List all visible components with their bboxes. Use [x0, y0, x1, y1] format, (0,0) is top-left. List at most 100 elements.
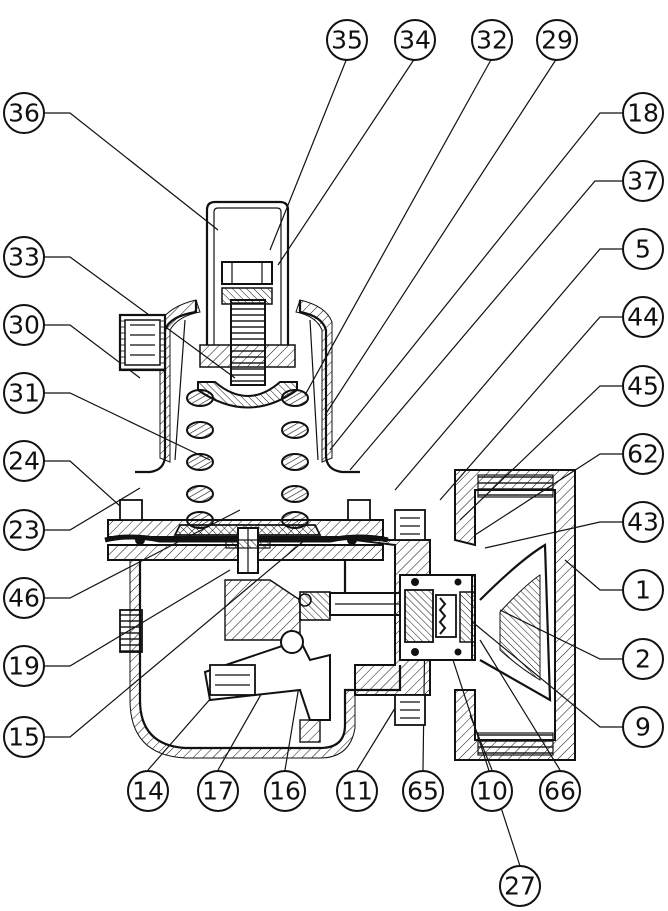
diaphragm-bead-right — [347, 535, 357, 545]
orifice-spring — [438, 597, 447, 635]
lever-stop — [299, 719, 321, 743]
callout-62-label: 62 — [627, 440, 659, 469]
leader-34 — [277, 57, 416, 266]
leader-18 — [329, 112, 622, 451]
callout-65-label: 65 — [407, 777, 439, 806]
callout-32: 32 — [471, 19, 513, 61]
callout-37: 37 — [622, 160, 664, 202]
callout-14-label: 14 — [132, 777, 164, 806]
callout-36-label: 36 — [8, 99, 40, 128]
inlet-screen — [459, 591, 476, 643]
callout-33-label: 33 — [8, 243, 40, 272]
callout-24: 24 — [3, 440, 45, 482]
lever-block — [299, 591, 331, 621]
callout-30-label: 30 — [8, 311, 40, 340]
leader-45 — [459, 385, 622, 521]
callout-2-label: 2 — [635, 645, 651, 674]
callout-29-label: 29 — [541, 26, 573, 55]
callout-33: 33 — [3, 236, 45, 278]
callout-23-label: 23 — [8, 516, 40, 545]
lower-body — [119, 559, 402, 759]
regulator-spring — [186, 389, 309, 529]
callout-17: 17 — [197, 770, 239, 812]
callout-36: 36 — [3, 92, 45, 134]
callout-34: 34 — [394, 19, 436, 61]
callout-18: 18 — [622, 92, 664, 134]
leader-37 — [349, 180, 622, 471]
leader-32 — [304, 57, 493, 396]
callout-9-label: 9 — [635, 713, 651, 742]
leader-1 — [564, 559, 622, 591]
lever-pin — [280, 630, 304, 654]
callout-44-label: 44 — [627, 303, 659, 332]
leader-23 — [40, 487, 141, 531]
callout-5: 5 — [622, 228, 664, 270]
leader-31 — [40, 392, 211, 461]
callout-29: 29 — [536, 19, 578, 61]
callout-30: 30 — [3, 304, 45, 346]
callout-10-label: 10 — [476, 777, 508, 806]
leader-29 — [324, 57, 558, 416]
callout-66: 66 — [539, 770, 581, 812]
callout-5-label: 5 — [635, 235, 651, 264]
callout-65: 65 — [402, 770, 444, 812]
callout-19: 19 — [3, 645, 45, 687]
callout-10: 10 — [471, 770, 513, 812]
callout-27-label: 27 — [504, 872, 536, 901]
leader-33 — [40, 256, 236, 379]
leader-36 — [40, 112, 219, 231]
callout-1: 1 — [622, 569, 664, 611]
callout-46-label: 46 — [8, 584, 40, 613]
callout-23: 23 — [3, 509, 45, 551]
diaphragm-bead-left — [135, 535, 145, 545]
callout-35-label: 35 — [331, 26, 363, 55]
bonnet — [135, 299, 360, 474]
callout-66-label: 66 — [544, 777, 576, 806]
o-ring-upper — [411, 578, 419, 586]
leader-44 — [439, 316, 622, 501]
adjusting-screw — [230, 299, 266, 386]
leader-43 — [484, 521, 622, 549]
callout-45-label: 45 — [627, 372, 659, 401]
callout-35: 35 — [326, 19, 368, 61]
lever-fork — [209, 664, 256, 696]
callout-43-label: 43 — [627, 508, 659, 537]
leader-24 — [40, 460, 131, 516]
callout-bubbles: 35 34 32 29 36 18 37 33 5 30 44 31 45 24… — [3, 19, 664, 907]
callout-19-label: 19 — [8, 652, 40, 681]
lock-nut — [221, 261, 273, 305]
callout-31: 31 — [3, 372, 45, 414]
callout-32-label: 32 — [476, 26, 508, 55]
lever-assembly — [203, 591, 331, 743]
callout-34-label: 34 — [399, 26, 431, 55]
callout-62: 62 — [622, 433, 664, 475]
leader-35 — [269, 57, 348, 251]
callout-43: 43 — [622, 501, 664, 543]
callout-1-label: 1 — [635, 576, 651, 605]
callout-18-label: 18 — [627, 99, 659, 128]
lever — [203, 638, 331, 721]
valve-disc — [404, 589, 434, 643]
orifice-nut-top — [394, 509, 426, 541]
callout-31-label: 31 — [8, 379, 40, 408]
o-ring-right-lower — [454, 648, 462, 656]
callout-9: 9 — [622, 706, 664, 748]
callout-15-label: 15 — [8, 723, 40, 752]
callout-46: 46 — [3, 577, 45, 619]
leader-5 — [394, 248, 622, 491]
leader-62 — [474, 453, 622, 536]
callout-27: 27 — [499, 865, 541, 907]
callout-16-label: 16 — [269, 777, 301, 806]
vent — [118, 313, 167, 372]
callout-37-label: 37 — [627, 167, 659, 196]
regulator-drawing — [104, 200, 576, 761]
leader-19 — [40, 569, 231, 667]
inlet-elbow — [454, 469, 576, 761]
callout-15: 15 — [3, 716, 45, 758]
o-ring-right-upper — [454, 578, 462, 586]
callout-11: 11 — [336, 770, 378, 812]
callout-17-label: 17 — [202, 777, 234, 806]
callout-24-label: 24 — [8, 447, 40, 476]
o-ring-lower — [411, 648, 419, 656]
